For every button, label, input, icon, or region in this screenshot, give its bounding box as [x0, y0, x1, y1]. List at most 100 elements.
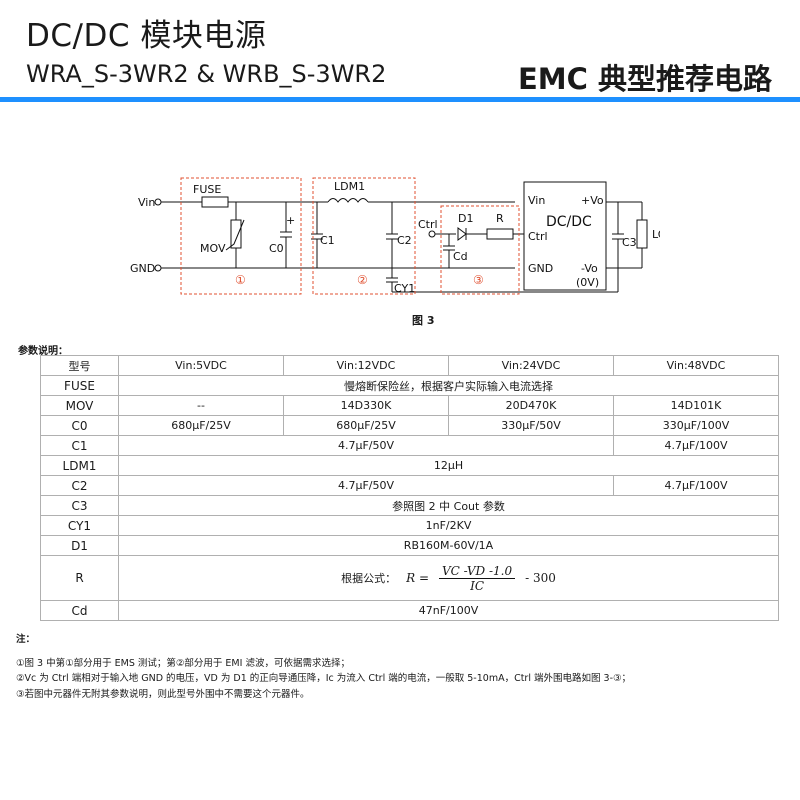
notes-section: 注： ①图 3 中第①部分用于 EMS 测试；第②部分用于 EMI 滤波，可依据… — [16, 632, 631, 702]
r-formula-cell: 根据公式： R = VC -VD -1.0 IC - 300 — [118, 555, 779, 601]
c3-value: 参照图 2 中 Cout 参数 — [118, 495, 779, 516]
zone-2-box — [312, 177, 416, 295]
row-label-c2: C2 — [40, 475, 119, 496]
r-formula: 根据公式： R = VC -VD -1.0 IC - 300 — [341, 564, 556, 593]
table-row: C3 参照图 2 中 Cout 参数 — [40, 495, 779, 516]
ldm1-value: 12μH — [118, 455, 779, 476]
cy1-value: 1nF/2KV — [118, 515, 779, 536]
gnd-terminal — [154, 264, 162, 272]
module-pvo-label: +Vo — [581, 194, 604, 207]
diode-symbol — [457, 227, 467, 241]
section-title: EMC 典型推荐电路 — [517, 62, 772, 96]
page-header: DC/DC 模块电源 WRA_S-3WR2 & WRB_S-3WR2 EMC 典… — [0, 0, 800, 104]
r-formula-fraction: VC -VD -1.0 IC — [439, 564, 516, 593]
header-cell-5v: Vin:5VDC — [118, 355, 284, 376]
c1-label: C1 — [320, 234, 335, 247]
zone-1-marker: ① — [235, 273, 246, 287]
notes-title: 注： — [16, 634, 36, 645]
mov-24v: 20D470K — [448, 395, 614, 416]
table-row: C0 680μF/25V 680μF/25V 330μF/50V 330μF/1… — [40, 415, 779, 436]
r-formula-lhs: R = — [406, 571, 430, 585]
cy1-label: CY1 — [394, 282, 415, 295]
emc-circuit-diagram: Vin GND FUSE MOV + C0 LDM1 C1 C2 CY1 Ctr… — [130, 177, 660, 295]
mov-5v: -- — [118, 395, 284, 416]
module-vin-label: Vin — [528, 194, 545, 207]
c2-label: C2 — [397, 234, 412, 247]
row-label-ldm1: LDM1 — [40, 455, 119, 476]
module-ctrl-label: Ctrl — [528, 230, 548, 243]
note-item-3: ③若图中元器件无附其参数说明，则此型号外围中不需要这个元器件。 — [16, 688, 310, 700]
mov-symbol — [230, 219, 242, 249]
r-formula-tail: - 300 — [525, 571, 556, 585]
module-name-label: DC/DC — [546, 214, 592, 230]
table-row: D1 RB160M-60V/1A — [40, 535, 779, 556]
cd-value: 47nF/100V — [118, 600, 779, 621]
table-row: MOV -- 14D330K 20D470K 14D101K — [40, 395, 779, 416]
gnd-label: GND — [130, 262, 155, 275]
mov-label: MOV — [200, 242, 226, 255]
table-row: R 根据公式： R = VC -VD -1.0 IC - 300 — [40, 555, 779, 601]
c0-12v: 680μF/25V — [283, 415, 449, 436]
params-title: 参数说明： — [18, 346, 68, 357]
mov-12v: 14D330K — [283, 395, 449, 416]
table-row: Cd 47nF/100V — [40, 600, 779, 621]
row-label-mov: MOV — [40, 395, 119, 416]
row-label-c0: C0 — [40, 415, 119, 436]
c1-48v: 4.7μF/100V — [613, 435, 779, 456]
header-cell-24v: Vin:24VDC — [448, 355, 614, 376]
row-label-d1: D1 — [40, 535, 119, 556]
header-cell-model: 型号 — [40, 355, 119, 376]
vin-label: Vin — [138, 196, 155, 209]
module-nvo-label: -Vo — [581, 262, 598, 275]
zone-1-box — [180, 177, 302, 295]
c3-label: C3 — [622, 236, 637, 249]
c2-5v-24v: 4.7μF/50V — [118, 475, 614, 496]
vin-terminal — [154, 198, 162, 206]
note-item-2: ②Vc 为 Ctrl 端相对于输入地 GND 的电压，VD 为 D1 的正向导通… — [16, 673, 632, 684]
row-label-cd: Cd — [40, 600, 119, 621]
c2-48v: 4.7μF/100V — [613, 475, 779, 496]
table-row: FUSE 慢熔断保险丝，根据客户实际输入电流选择 — [40, 375, 779, 396]
params-table: 型号 Vin:5VDC Vin:12VDC Vin:24VDC Vin:48VD… — [40, 355, 779, 621]
load-symbol — [636, 219, 648, 249]
r-formula-numerator: VC -VD -1.0 — [439, 564, 516, 579]
load-label: LOAD — [652, 228, 660, 241]
row-label-cy1: CY1 — [40, 515, 119, 536]
zone-3-marker: ③ — [473, 273, 484, 287]
row-label-c1: C1 — [40, 435, 119, 456]
zone-3-box — [440, 205, 520, 295]
ctrl-terminal — [428, 230, 436, 238]
r-formula-denominator: IC — [470, 578, 485, 593]
zone-2-marker: ② — [357, 273, 368, 287]
inductor-symbol — [327, 198, 369, 203]
header-cell-12v: Vin:12VDC — [283, 355, 449, 376]
figure-caption: 图 3 — [412, 314, 435, 327]
c0-label: C0 — [269, 242, 284, 255]
c0-5v: 680μF/25V — [118, 415, 284, 436]
header-cell-48v: Vin:48VDC — [613, 355, 779, 376]
cd-label: Cd — [453, 250, 468, 263]
table-row: C2 4.7μF/50V 4.7μF/100V — [40, 475, 779, 496]
page-title: DC/DC 模块电源 — [26, 18, 267, 54]
header-accent-bar — [0, 97, 800, 102]
table-row: CY1 1nF/2KV — [40, 515, 779, 536]
module-0v-label: (0V) — [576, 276, 599, 289]
row-label-fuse: FUSE — [40, 375, 119, 396]
table-header-row: 型号 Vin:5VDC Vin:12VDC Vin:24VDC Vin:48VD… — [40, 355, 779, 376]
fuse-label: FUSE — [193, 183, 221, 196]
d1-label: D1 — [458, 212, 473, 225]
row-label-c3: C3 — [40, 495, 119, 516]
ldm1-label: LDM1 — [334, 180, 365, 193]
d1-value: RB160M-60V/1A — [118, 535, 779, 556]
c0-plus-label: + — [286, 214, 295, 227]
table-row: LDM1 12μH — [40, 455, 779, 476]
row-label-r: R — [40, 555, 119, 601]
c1-5v-24v: 4.7μF/50V — [118, 435, 614, 456]
model-subtitle: WRA_S-3WR2 & WRB_S-3WR2 — [26, 60, 387, 88]
dcdc-module-box — [523, 181, 607, 291]
r-label: R — [496, 212, 504, 225]
r-formula-prefix: 根据公式： — [341, 572, 397, 585]
c0-24v: 330μF/50V — [448, 415, 614, 436]
note-item-1: ①图 3 中第①部分用于 EMS 测试；第②部分用于 EMI 滤波，可依据需求选… — [16, 657, 350, 669]
mov-48v: 14D101K — [613, 395, 779, 416]
